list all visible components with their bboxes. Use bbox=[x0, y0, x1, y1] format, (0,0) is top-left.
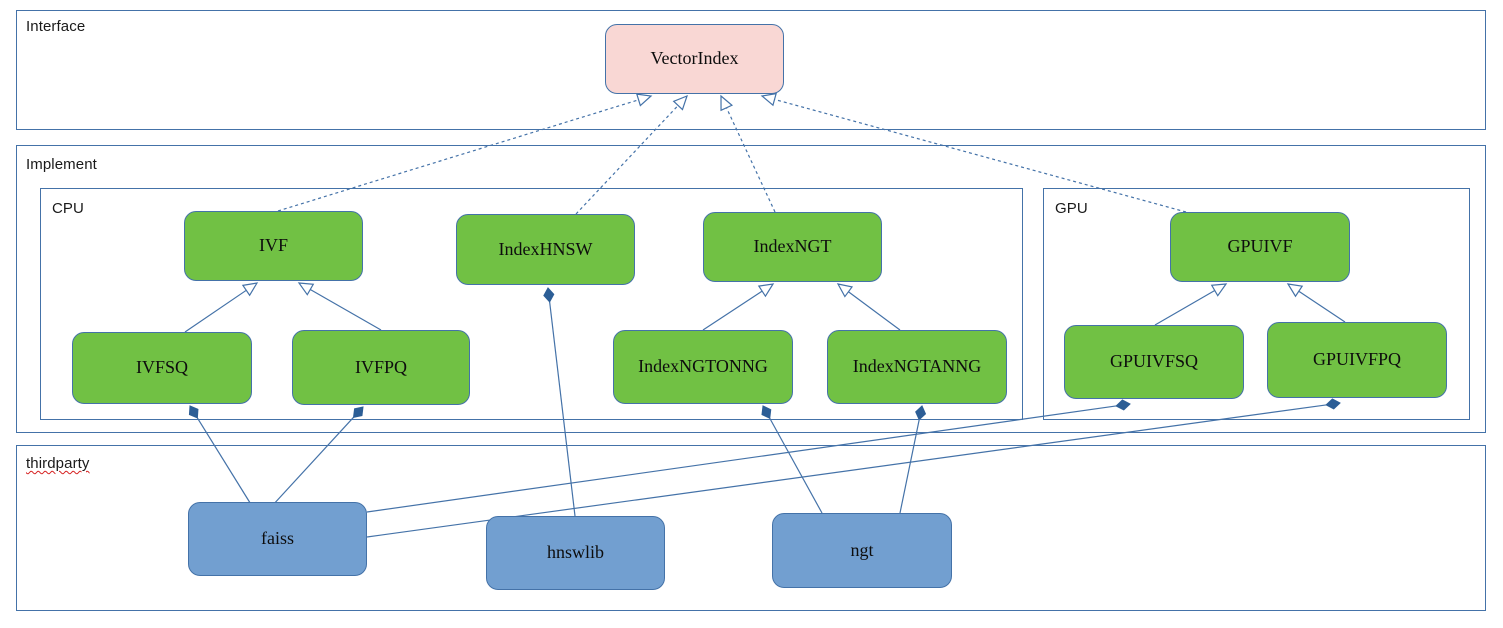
node-label-ivfpq: IVFPQ bbox=[354, 356, 407, 377]
node-label-faiss: faiss bbox=[261, 528, 294, 549]
node-ivf[interactable]: IVF bbox=[184, 211, 363, 281]
node-label-gpuivfpq: GPUIVFPQ bbox=[1312, 349, 1402, 370]
node-ivfsq[interactable]: IVFSQ bbox=[72, 332, 252, 404]
node-label-ngt: ngt bbox=[850, 539, 874, 560]
node-label-ivfsq: IVFSQ bbox=[135, 357, 188, 378]
node-label-ivf: IVF bbox=[258, 235, 288, 256]
panel-label-interface: Interface bbox=[26, 18, 86, 35]
node-indexhnsw[interactable]: IndexHNSW bbox=[456, 214, 635, 285]
panel-interface bbox=[16, 10, 1486, 130]
node-label-hnswlib: hnswlib bbox=[546, 542, 604, 563]
panel-label-cpu: CPU bbox=[52, 200, 84, 217]
panel-gpu bbox=[1043, 188, 1470, 420]
node-label-gpuivfsq: GPUIVFSQ bbox=[1109, 351, 1199, 372]
panel-cpu bbox=[40, 188, 1023, 420]
node-ivfpq[interactable]: IVFPQ bbox=[292, 330, 470, 405]
panel-thirdparty bbox=[16, 445, 1486, 611]
node-label-gpuivf: GPUIVF bbox=[1227, 236, 1293, 257]
node-gpuivfsq[interactable]: GPUIVFSQ bbox=[1064, 325, 1244, 399]
node-indexngtonng[interactable]: IndexNGTONNG bbox=[613, 330, 793, 404]
node-label-vectorindex: VectorIndex bbox=[650, 48, 739, 69]
panel-label-implement: Implement bbox=[26, 156, 97, 173]
node-label-indexngtonng: IndexNGTONNG bbox=[638, 356, 768, 377]
node-gpuivf[interactable]: GPUIVF bbox=[1170, 212, 1350, 282]
node-faiss[interactable]: faiss bbox=[188, 502, 367, 576]
panel-label-thirdparty: thirdparty bbox=[26, 455, 90, 472]
node-label-indexngtanng: IndexNGTANNG bbox=[852, 356, 982, 377]
panel-implement bbox=[16, 145, 1486, 433]
node-label-indexngt: IndexNGT bbox=[753, 236, 832, 257]
node-label-indexhnsw: IndexHNSW bbox=[498, 238, 593, 259]
panel-label-gpu: GPU bbox=[1055, 200, 1088, 217]
node-vectorindex[interactable]: VectorIndex bbox=[605, 24, 784, 94]
node-ngt[interactable]: ngt bbox=[772, 513, 952, 588]
node-indexngtanng[interactable]: IndexNGTANNG bbox=[827, 330, 1007, 404]
node-hnswlib[interactable]: hnswlib bbox=[486, 516, 665, 590]
node-gpuivfpq[interactable]: GPUIVFPQ bbox=[1267, 322, 1447, 398]
node-indexngt[interactable]: IndexNGT bbox=[703, 212, 882, 282]
